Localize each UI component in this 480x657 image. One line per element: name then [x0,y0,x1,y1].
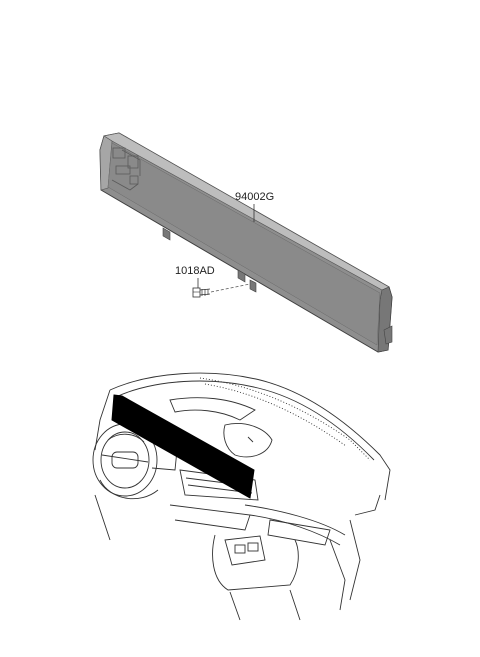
cluster-panel-face [107,142,381,346]
cluster-panel [99,132,393,353]
dash-top-outline [109,372,391,501]
screw-label: 1018AD [175,265,215,277]
cluster-label: 94002G [235,191,274,203]
screw-dashed-line [210,283,251,293]
cluster-display-highlight [111,394,255,499]
cluster-panel-tabs [162,227,393,345]
cluster-panel-back-detail [111,147,141,191]
screw-icon [192,287,211,298]
dashboard-overview [92,372,391,621]
